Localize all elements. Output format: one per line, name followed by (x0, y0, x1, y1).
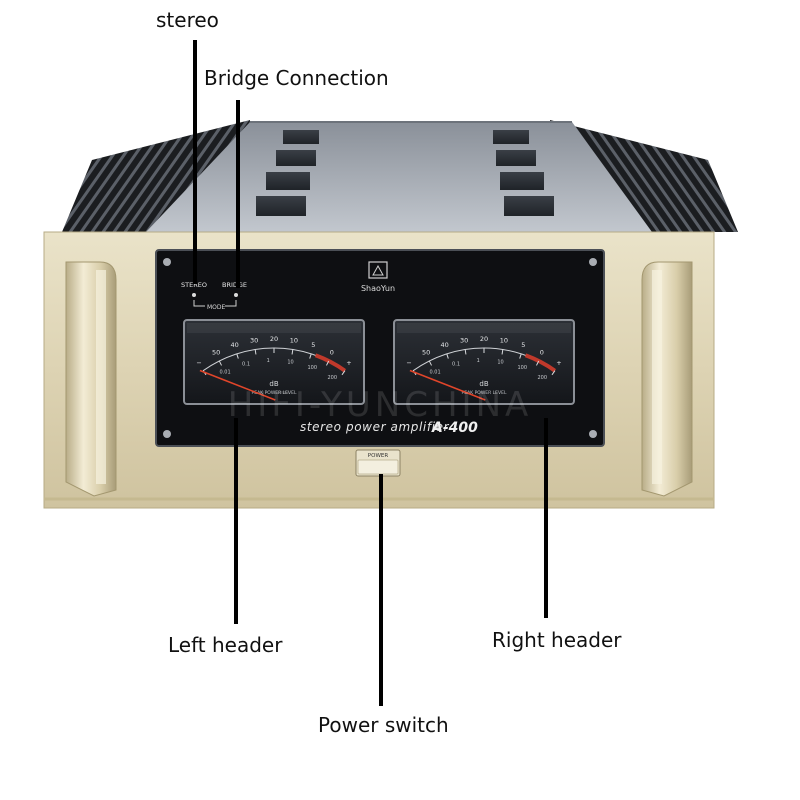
left-meter-scale-label: − (196, 359, 201, 367)
left-meter-watt-label: 0.01 (220, 370, 231, 376)
left-header-pointer-line (234, 418, 238, 624)
left-meter-scale-label: 5 (311, 341, 315, 349)
left-meter-face (183, 319, 365, 405)
top-vents (256, 130, 554, 216)
left-meter-watt-label: 1 (267, 358, 270, 364)
model-badge: stereo power amplifier A-400 (300, 420, 478, 436)
stereo-indicator-led (192, 293, 196, 297)
right-meter-scale-label: 20 (480, 335, 488, 343)
left-meter-tick (341, 370, 346, 376)
left-meter-watt-label: 200 (328, 375, 338, 381)
right-meter-face (393, 319, 575, 405)
mode-caption: MODE (207, 304, 226, 311)
left-meter-tick (326, 360, 330, 366)
left-meter-glass-glare (187, 323, 361, 333)
left-meter-watt-label: 0.1 (242, 362, 250, 368)
stereo-pointer-line (193, 40, 197, 284)
right-meter-scale-label: + (556, 359, 561, 367)
callout-bridge-connection: Bridge Connection (204, 66, 389, 90)
callout-left-header: Left header (168, 633, 283, 657)
power-switch-pointer-line (379, 474, 383, 706)
right-meter-scale-label: − (406, 359, 411, 367)
callout-right-header: Right header (492, 628, 622, 652)
left-meter-scale-label: + (346, 359, 351, 367)
right-meter-watt-label: 1 (477, 358, 480, 364)
left-handle (65, 261, 117, 497)
left-meter-tick (218, 360, 222, 366)
left-meter-watt-label: 100 (307, 365, 317, 371)
right-meter-watt-label: 10 (497, 359, 503, 365)
left-meter-unit: dB (269, 380, 278, 388)
right-meter-scale-label: 5 (521, 341, 525, 349)
callout-stereo: stereo (156, 8, 219, 32)
left-meter-needle (199, 369, 276, 401)
right-meter-scale-label: 50 (422, 349, 430, 357)
brand-logo: ShaoYun (361, 261, 395, 293)
right-meter-tick (428, 360, 432, 366)
left-meter-scale-label: 40 (231, 341, 239, 349)
right-header-pointer-line (544, 418, 548, 618)
bridge-pointer-line (236, 100, 240, 288)
mode-stereo-label: STEREO (181, 281, 207, 289)
model-line: stereo power amplifier (300, 420, 450, 434)
left-meter-caption: PEAK POWER LEVEL (252, 390, 297, 396)
power-switch[interactable]: POWER (355, 449, 401, 477)
right-meter-tick (501, 349, 504, 355)
left-meter-tick (291, 349, 294, 355)
right-meter-watt-label: 100 (517, 365, 527, 371)
right-meter-tick (446, 353, 449, 359)
left-meter-scale-label: 50 (212, 349, 220, 357)
right-meter-watt-label: 0.01 (430, 370, 441, 376)
right-meter-tick (536, 360, 540, 366)
mode-bridge-label: BRIDGE (222, 281, 247, 289)
logo-emblem-icon (368, 261, 388, 279)
left-meter-scale-label: 10 (290, 337, 298, 345)
left-meter-scale-label: 0 (330, 349, 334, 357)
right-handle (641, 261, 693, 497)
right-meter-caption: PEAK POWER LEVEL (462, 390, 507, 396)
model-number: A-400 (431, 420, 478, 436)
right-meter-needle (409, 369, 486, 401)
right-meter-tick (464, 349, 467, 355)
right-meter-tick (519, 353, 522, 359)
power-button-label: POWER (368, 453, 389, 459)
right-meter-scale-label: 30 (460, 337, 468, 345)
right-meter-watt-label: 200 (538, 375, 548, 381)
right-meter-tick (551, 370, 556, 376)
right-meter-unit: dB (479, 380, 488, 388)
left-meter-scale-label: 20 (270, 335, 278, 343)
brand-name: ShaoYun (361, 284, 395, 293)
mode-selector: STEREO BRIDGE MODE (181, 281, 247, 311)
left-meter-scale-label: 30 (250, 337, 258, 345)
left-meter-tick (254, 349, 257, 355)
bridge-indicator-led (234, 293, 238, 297)
left-meter-tick (236, 353, 239, 359)
right-meter-glass-glare (397, 323, 571, 333)
watermark: HIFI-YUNCHINA (228, 385, 533, 425)
right-meter-scale-label: 0 (540, 349, 544, 357)
left-meter-tick (309, 353, 312, 359)
callout-power-switch: Power switch (318, 713, 449, 737)
right-meter-watt-label: 0.1 (452, 362, 460, 368)
right-meter-scale-label: 10 (500, 337, 508, 345)
right-meter-scale-label: 40 (441, 341, 449, 349)
left-meter-watt-label: 10 (287, 359, 293, 365)
